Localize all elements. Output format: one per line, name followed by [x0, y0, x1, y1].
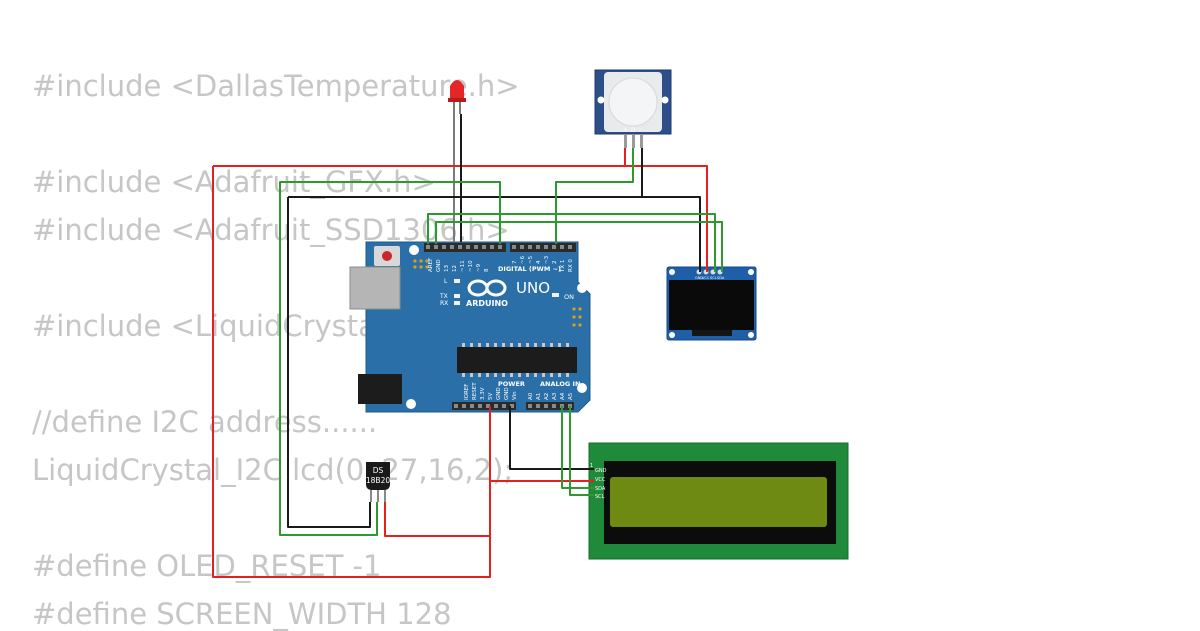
code-line: #define SCREEN_WIDTH 128 [32, 597, 452, 631]
pin-label: Vin [512, 391, 518, 400]
pin-label: ~6 [520, 255, 526, 264]
l-led [454, 279, 460, 283]
rx-led-label: RX [440, 300, 448, 307]
wire-green[interactable] [427, 213, 716, 272]
pir-pin-label: + [623, 127, 628, 134]
icsp2-header [572, 307, 582, 327]
on-led-label: ON [564, 293, 574, 301]
digital-header-label: DIGITAL (PWM ~) [498, 265, 561, 273]
atmega-chip [457, 347, 577, 373]
pin-label: GND [496, 387, 502, 400]
pin-label: 8 [484, 268, 490, 272]
pin-label: ~5 [528, 255, 534, 264]
pin-label: A5 [568, 392, 574, 400]
rx-led [454, 301, 460, 305]
code-line: LiquidCrystal_I2C lcd(0x27,16,2); [32, 453, 514, 487]
pin-label: TX 1 [560, 260, 566, 273]
analog-header-label: ANALOG IN [540, 380, 580, 388]
oled-pin-label: SCL [710, 276, 717, 280]
tx-led-label: TX [439, 293, 448, 300]
wire-green[interactable] [561, 406, 594, 489]
code-line: #define OLED_RESET -1 [32, 549, 382, 583]
pin-label: A4 [560, 392, 566, 400]
arduino-logo-icon [467, 279, 507, 297]
tx-led [454, 294, 460, 298]
l-led-label: L [444, 278, 448, 285]
digital-header-right [510, 243, 576, 252]
lcd-screen [610, 477, 827, 527]
power-header-label: POWER [498, 380, 525, 388]
pin-label: ~11 [460, 260, 466, 272]
pin-label: 4 [536, 260, 542, 264]
oled-pin-label: SDA [717, 276, 725, 280]
red-led[interactable] [448, 80, 466, 242]
pin-label: IOREF [464, 384, 470, 400]
pin-label: 3.3V [480, 387, 486, 400]
wire-black[interactable] [287, 197, 371, 528]
mounting-hole [406, 399, 416, 409]
oled-pin-label: VCC [702, 276, 710, 280]
power-header [452, 402, 516, 410]
pir-pin-label: - [639, 127, 641, 134]
pin-label: ~3 [544, 255, 550, 264]
lcd-16x2-display[interactable]: 1 GND VCC SDA SCL [588, 442, 849, 560]
pin-label: RESET [472, 382, 478, 400]
wire-green[interactable] [569, 406, 594, 496]
pin-label: AREF [428, 258, 434, 272]
pin-label: A3 [552, 392, 558, 400]
pin-label: A1 [536, 393, 542, 400]
power-jack [358, 374, 402, 404]
board-model-label: UNO [516, 279, 550, 297]
wire-red[interactable] [212, 166, 491, 578]
wiring [212, 114, 723, 578]
wire-green[interactable] [435, 221, 723, 272]
mounting-hole [409, 245, 419, 255]
mounting-hole [577, 283, 587, 293]
pin-label: ~9 [476, 263, 482, 272]
pir-pin-label: D [631, 127, 636, 134]
usb-port [349, 266, 401, 310]
lcd-pin-label: GND [595, 468, 607, 474]
sensor-label: DS [373, 466, 384, 475]
pin-label: A2 [544, 393, 550, 400]
pin-label: 5V [488, 393, 494, 400]
wire-red[interactable] [384, 502, 490, 537]
oled-display[interactable]: GND VCC SCL SDA [666, 266, 757, 341]
wire-green[interactable] [279, 181, 501, 536]
lcd-pin-label: VCC [595, 477, 606, 483]
oled-pin-label: GND [695, 276, 703, 280]
pin-label: 12 [452, 265, 458, 272]
oled-screen [669, 280, 754, 330]
wire-red[interactable] [489, 406, 594, 482]
lcd-pin-label: SDA [595, 486, 606, 492]
sensor-label: 18B20 [366, 476, 390, 485]
pin-label: 2 [552, 261, 558, 265]
pin-label: A0 [528, 392, 534, 400]
pin-label: GND [504, 387, 510, 400]
on-led [552, 293, 559, 297]
wire-red[interactable] [213, 165, 708, 272]
pin-label: RX 0 [568, 259, 574, 272]
board-brand-label: ARDUINO [466, 299, 508, 308]
lcd-pin-label: SCL [595, 494, 605, 500]
ds18b20-temperature-sensor[interactable]: DS 18B20 [366, 462, 390, 502]
arduino-uno-board[interactable]: UNO ARDUINO DIGITAL (PWM ~) ON L TX RX P… [349, 241, 591, 413]
lcd-pin1-label: 1 [590, 463, 593, 469]
wire-black[interactable] [641, 148, 701, 272]
pin-label: 13 [444, 265, 450, 272]
wire-black[interactable] [509, 406, 594, 470]
pin-label: 7 [512, 260, 518, 264]
digital-header-left [424, 243, 506, 252]
pin-label: GND [436, 259, 442, 272]
mounting-hole [577, 383, 587, 393]
code-line: //define I2C address...... [32, 405, 378, 439]
analog-header [526, 402, 574, 410]
pin-label: ~10 [468, 260, 474, 272]
icsp-header [413, 259, 429, 269]
pir-motion-sensor[interactable]: + D - [594, 69, 672, 148]
